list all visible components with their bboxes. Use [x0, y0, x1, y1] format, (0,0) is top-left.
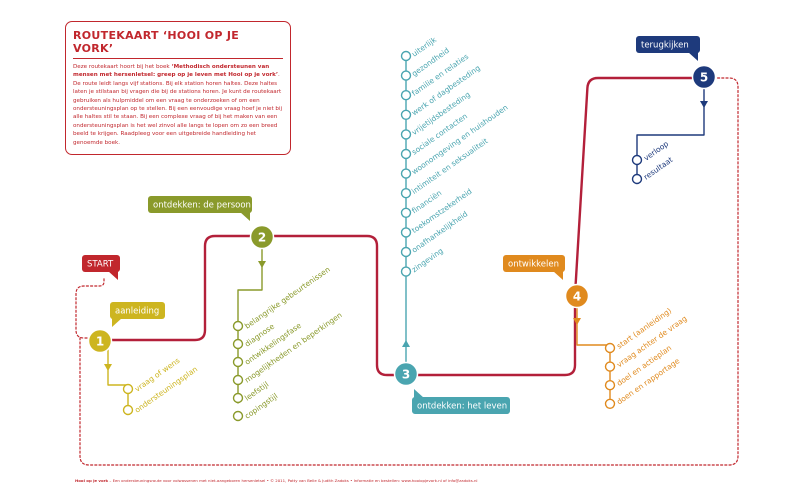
station-4-node-circle	[564, 283, 590, 309]
station-3-stop-4	[400, 109, 412, 121]
station-2-stop-4	[232, 374, 244, 386]
station-5-node-circle	[691, 64, 717, 90]
station-1-stop-2	[122, 404, 134, 416]
station-1-node-number: 1	[96, 335, 104, 349]
station-1-label-text: aanleiding	[115, 307, 159, 317]
station-2-label-bg	[148, 196, 252, 213]
footer-brand: Hooi op je vork	[75, 478, 109, 483]
return-dotted-loop	[79, 77, 739, 466]
station-3-node-circle	[393, 361, 419, 387]
station-4-node: 4	[564, 283, 590, 309]
station-5-stop-1	[631, 154, 643, 166]
station-3-stop-5	[400, 129, 412, 140]
start-label: START	[82, 255, 120, 280]
station-3-label-tail	[414, 389, 424, 398]
station-4-stop-1	[604, 342, 616, 354]
station-5-arrow	[700, 101, 708, 108]
station-4-stop-4	[604, 398, 616, 409]
station-1-node-circle	[87, 328, 113, 354]
station-2-stop-6	[232, 410, 244, 422]
station-4-label-text: ontwikkelen	[508, 260, 559, 270]
station-1-arrow	[104, 364, 112, 371]
intro-box: ROUTEKAART ‘HOOI OP JE VORK’ Deze routek…	[65, 21, 291, 155]
station-2-stop-1	[232, 320, 244, 332]
station-3-stop-8	[400, 187, 412, 199]
station-2-arrow	[258, 261, 266, 268]
station-2-stop-label-1: belangrijke gebeurtenissen	[243, 265, 332, 331]
station-2-node-circle	[249, 224, 275, 250]
page-title: ROUTEKAART ‘HOOI OP JE VORK’	[73, 29, 240, 55]
title-divider	[73, 58, 283, 59]
station-4-label: ontwikkelen	[503, 255, 565, 280]
station-3-node: 3	[393, 361, 419, 387]
station-4-label-tail	[553, 271, 563, 280]
station-3-stop-12	[400, 266, 412, 277]
start-label-bg	[82, 255, 120, 272]
station-3-arrow	[402, 340, 410, 347]
station-2-stop-3	[232, 356, 244, 368]
station-3-stop-2	[400, 70, 412, 81]
station-1-label: aanleiding	[110, 302, 165, 327]
station-4-node-number: 4	[573, 290, 581, 304]
station-3-stop-7	[400, 168, 412, 179]
station-3-stop-9	[400, 207, 412, 219]
station-1-label-bg	[110, 302, 165, 319]
station-1-branch	[107, 347, 129, 412]
station-2-label-tail	[240, 212, 250, 221]
station-5-branch	[636, 87, 705, 181]
station-3-stop-10	[400, 227, 412, 238]
station-3-stop-3	[400, 89, 412, 101]
station-1-stop-1	[122, 383, 134, 395]
station-3-stop-6	[400, 148, 412, 160]
station-4-branch	[576, 304, 611, 403]
station-3-label-text: ontdekken: het leven	[417, 402, 507, 412]
intro-text-part2: . De route leidt langs vijf stations. Bi…	[73, 72, 283, 146]
station-3-stop-1	[400, 50, 412, 62]
station-5-label-text: terugkijken	[641, 41, 689, 51]
station-2-label: ontdekken: de persoon	[148, 196, 252, 221]
station-3-label: ontdekken: het leven	[412, 389, 510, 414]
book-title: ‘Methodisch ondersteunen van mensen met …	[73, 64, 279, 79]
station-3-node-number: 3	[402, 368, 410, 382]
station-2-stop-2	[232, 338, 244, 350]
station-2-label-text: ontdekken: de persoon	[153, 201, 251, 211]
station-2-node-number: 2	[258, 231, 266, 245]
intro-text-part1: Deze routekaart hoort bij het boek	[73, 64, 172, 70]
station-4-arrow	[573, 318, 581, 325]
start-label-tail	[108, 271, 118, 280]
station-3-stop-11	[400, 246, 412, 258]
intro-text: Deze routekaart hoort bij het boek ‘Meth…	[73, 63, 283, 147]
station-4-label-bg	[503, 255, 565, 272]
station-3-label-bg	[412, 397, 510, 414]
footer-text: – Een ondersteuningsroute voor volwassen…	[108, 478, 478, 483]
station-5-label-tail	[688, 52, 698, 61]
start-dotted-connector	[75, 276, 109, 339]
station-2-stop-5	[232, 392, 244, 404]
station-5-node: 5	[691, 64, 717, 90]
station-5-stop-2	[631, 173, 643, 185]
station-5-label: terugkijken	[636, 36, 700, 61]
station-1-label-tail	[112, 318, 122, 327]
station-4-stop-3	[604, 380, 616, 391]
station-1-node: 1	[87, 328, 113, 354]
station-5-label-bg	[636, 36, 700, 53]
start-label-text: START	[87, 260, 114, 270]
station-4-stop-2	[604, 361, 616, 372]
station-2-node: 2	[249, 224, 275, 250]
station-5-node-number: 5	[700, 71, 708, 85]
footer-credits: Hooi op je vork – Een ondersteuningsrout…	[75, 478, 478, 483]
